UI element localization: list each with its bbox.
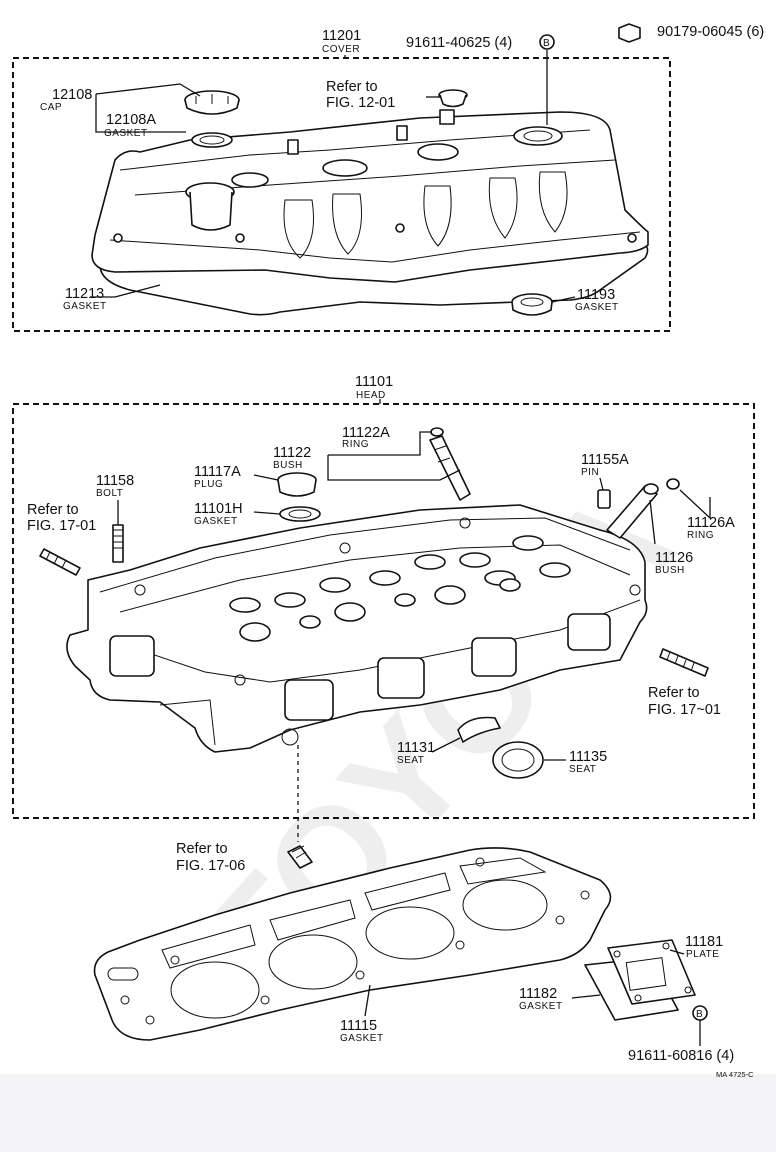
seat-131-name: SEAT (397, 755, 424, 766)
bolt-11158-num: 11158 (96, 473, 134, 489)
bush-126-name: BUSH (655, 565, 685, 576)
head-gasket-shape (93, 847, 612, 1041)
plug-gasket-head-num: 11101H (194, 501, 243, 517)
cover-gasket-num: 11213 (65, 286, 104, 302)
cover-gasket-name: GASKET (63, 301, 107, 312)
plug-gasket-name: GASKET (575, 302, 619, 313)
cover-name: COVER (322, 44, 360, 55)
plug-gasket-head-name: GASKET (194, 516, 238, 527)
head-gasket-name: GASKET (340, 1033, 384, 1044)
plug-gasket-num: 11193 (577, 287, 615, 303)
ref-17-01-right-line1: Refer to (648, 685, 700, 701)
nut-06045-num: 90179-06045 (6) (657, 24, 764, 40)
bolt-60816-num: 91611-60816 (4) (628, 1048, 734, 1064)
cover-group-frame (12, 57, 671, 332)
ref-17-01-left-line2: FIG. 17-01 (27, 518, 96, 534)
seat-135-name: SEAT (569, 764, 596, 775)
ref-17-06-line1: Refer to (176, 841, 228, 857)
b-symbol-bottom-icon (692, 1005, 708, 1021)
cap-num: 12108 (52, 87, 92, 103)
b-symbol-bottom: B (696, 1009, 703, 1020)
b-symbol-top: B (543, 38, 550, 49)
cylinder-head-shape (66, 504, 648, 753)
plate-gasket-name: GASKET (519, 1001, 563, 1012)
valve-cover-shape (91, 111, 649, 283)
figure-code: MA 4725-C (716, 1070, 754, 1079)
head-group-frame (12, 403, 755, 819)
cap-gasket-name: GASKET (104, 128, 148, 139)
pin-name: PIN (581, 467, 599, 478)
ref-17-06-line2: FIG. 17-06 (176, 858, 245, 874)
seat-135-num: 11135 (569, 749, 607, 765)
ref-12-01-line1: Refer to (326, 79, 378, 95)
head-num: 11101 (355, 374, 393, 390)
head-name: HEAD (356, 390, 386, 401)
bush-name: BUSH (273, 460, 303, 471)
ring-126a-name: RING (687, 530, 714, 541)
ring-126a-num: 11126A (687, 515, 735, 531)
cover-num: 11201 (322, 28, 361, 44)
bolt-11158-name: BOLT (96, 488, 123, 499)
plate-num: 11181 (685, 934, 723, 950)
plate-name: PLATE (686, 949, 719, 960)
bush-num: 11122 (273, 445, 311, 461)
b-symbol-icon (539, 34, 555, 50)
seat-11135-shape (492, 741, 544, 779)
pin-num: 11155A (581, 452, 629, 468)
ref-17-01-left-line1: Refer to (27, 502, 79, 518)
ref-12-01-line2: FIG. 12-01 (326, 95, 395, 111)
seat-131-num: 11131 (397, 740, 435, 756)
ring-a-num: 11122A (342, 425, 390, 441)
ref-17-01-right-line2: FIG. 17~01 (648, 702, 721, 718)
bush-126-num: 11126 (655, 550, 693, 566)
plug-num: 11117A (194, 464, 241, 480)
bottom-bar (0, 1074, 776, 1152)
nut-icon (618, 23, 641, 43)
plug-name: PLUG (194, 479, 223, 490)
cap-name: CAP (40, 102, 62, 113)
cap-gasket-num: 12108A (106, 112, 156, 128)
head-gasket-num: 11115 (340, 1018, 377, 1034)
ring-a-name: RING (342, 439, 369, 450)
bolt-40625-num: 91611-40625 (4) (406, 35, 512, 51)
bush-shape (429, 435, 471, 501)
plate-gasket-num: 11182 (519, 986, 557, 1002)
